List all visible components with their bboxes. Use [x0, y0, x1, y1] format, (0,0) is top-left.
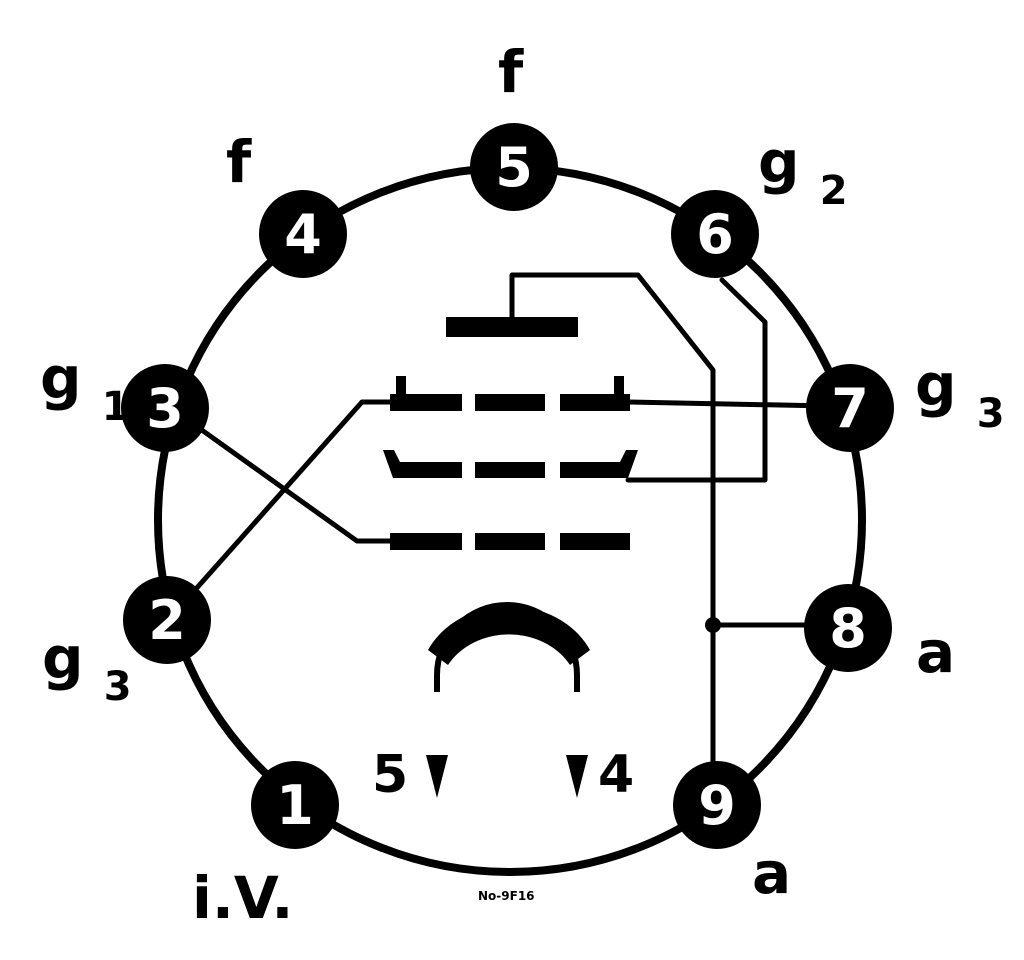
internal-wiring: [189, 272, 831, 793]
pin-label-7-sub: 3: [977, 391, 1005, 437]
pin-number: 7: [831, 377, 869, 440]
g2-lead: [625, 277, 768, 483]
g3-tab: [614, 376, 624, 398]
g2-segment: [475, 462, 545, 478]
pin-number: 4: [284, 203, 322, 266]
pin-8: 8: [804, 584, 892, 672]
pin-9: 9: [673, 761, 761, 849]
anode-plate: [446, 317, 578, 337]
g2-segment: [560, 450, 638, 478]
cathode-band: [428, 605, 590, 665]
pin-3: 3: [121, 364, 209, 452]
pin-label-1: i.V.: [192, 864, 293, 932]
heater: 5 4: [372, 602, 634, 805]
pin-5: 5: [470, 123, 558, 211]
pin-label-3-letter: g: [40, 344, 82, 412]
pin-7: 7: [806, 364, 894, 452]
pin-label-7-letter: g: [915, 351, 957, 419]
pin-label-4: f: [226, 128, 252, 196]
pin-number: 6: [696, 203, 734, 266]
pin-label-2-sub: 3: [104, 664, 132, 710]
heater-label-right: 4: [598, 745, 634, 805]
g3-lead: [625, 399, 831, 409]
pin-number: 1: [276, 774, 314, 837]
pin-number: 5: [495, 136, 533, 199]
heater-arrow-left: [426, 755, 448, 798]
pin-label-6: g 2: [758, 128, 848, 214]
pin-number: 8: [829, 597, 867, 660]
pin-4: 4: [259, 190, 347, 278]
g1-lead: [189, 420, 395, 544]
pin-number: 3: [146, 377, 184, 440]
pin-label-5: f: [498, 38, 524, 106]
pin-label-6-letter: g: [758, 128, 800, 196]
heater-arrow-right: [566, 755, 588, 798]
g3-tab: [396, 376, 406, 398]
pin-label-6-sub: 2: [820, 168, 848, 214]
pin-label-2: g 3: [42, 624, 132, 710]
pin-label-3-sub: 1: [102, 384, 130, 430]
pin-label-3: g 1: [40, 344, 130, 430]
g3-cross-lead: [192, 399, 403, 593]
g2-segment: [383, 450, 462, 478]
g3-segment: [390, 394, 462, 411]
anode-junction: [705, 617, 721, 633]
electrodes: [383, 317, 638, 550]
g1-segment: [560, 533, 630, 550]
pin-number: 9: [698, 774, 736, 837]
anode-lead: [509, 272, 716, 793]
g1-segment: [390, 533, 462, 550]
pin-1: 1: [251, 761, 339, 849]
pin-label-7: g 3: [915, 351, 1005, 437]
pin-label-9: a: [752, 839, 791, 907]
pin-label-2-letter: g: [42, 624, 84, 692]
pin-6: 6: [671, 190, 759, 278]
pin-number: 2: [148, 589, 186, 652]
g1-segment: [475, 533, 545, 550]
pin-label-8: a: [916, 618, 955, 686]
g3-segment: [560, 394, 630, 411]
g3-segment: [475, 394, 545, 411]
heater-label-left: 5: [372, 745, 408, 805]
pin-2: 2: [123, 576, 211, 664]
diagram-code: No-9F16: [478, 889, 535, 903]
